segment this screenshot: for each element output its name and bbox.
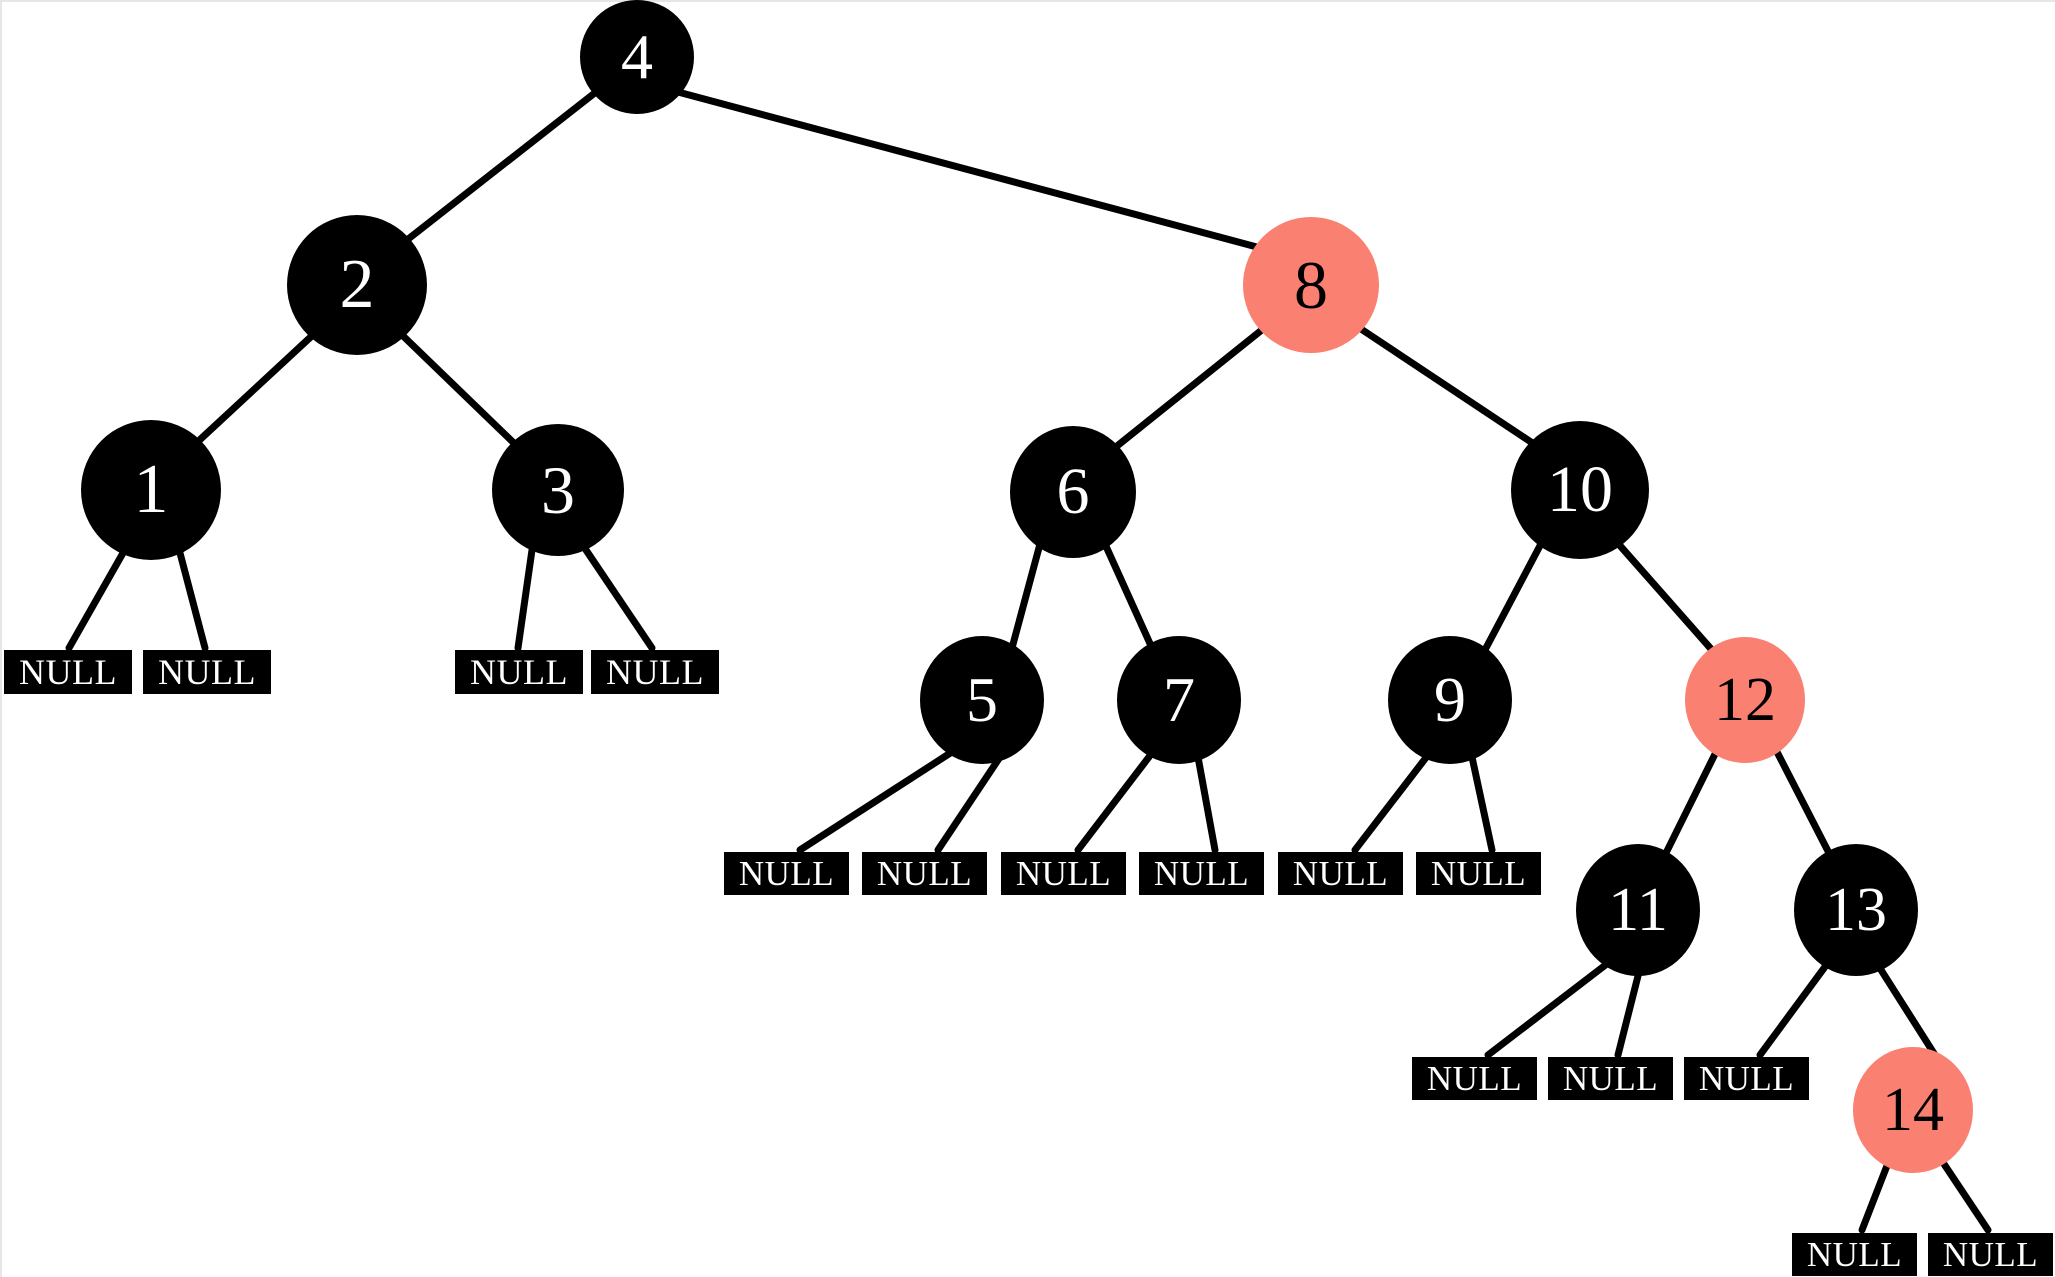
tree-edge-n14-l14 [1858, 1154, 1894, 1234]
tree-node-11[interactable]: 11 [1576, 844, 1700, 976]
tree-edge-n1-l2 [176, 549, 209, 652]
tree-node-4[interactable]: 4 [580, 0, 694, 114]
tree-node-label: 4 [621, 21, 653, 92]
tree-null-leaf-label: NULL [1562, 1059, 1659, 1098]
tree-node-label: 1 [133, 451, 169, 528]
tree-null-leaf-label: NULL [1153, 854, 1250, 893]
tree-edge-n4-n2 [394, 88, 600, 251]
tree-edge-n5-l5 [796, 746, 959, 854]
tree-node-14[interactable]: 14 [1853, 1047, 1973, 1173]
tree-node-label: 7 [1163, 664, 1195, 735]
tree-node-label: 12 [1714, 666, 1776, 734]
tree-edge-n11-l11 [1484, 956, 1616, 1059]
tree-null-leaf-label: NULL [1942, 1235, 2039, 1274]
tree-node-1[interactable]: 1 [81, 420, 221, 560]
tree-edge-n12-n13 [1771, 744, 1834, 859]
tree-null-leaf-label: NULL [1698, 1059, 1795, 1098]
tree-node-3[interactable]: 3 [492, 424, 624, 556]
tree-null-leaf-label: NULL [606, 652, 704, 692]
tree-null-leaf: NULL [591, 650, 719, 694]
tree-edge-n7-l8 [1194, 753, 1219, 854]
tree-node-label: 10 [1547, 453, 1613, 526]
tree-node-label: 2 [339, 246, 375, 323]
tree-edge-n10-n9 [1482, 536, 1547, 652]
tree-node-13[interactable]: 13 [1794, 844, 1918, 976]
tree-edge-n6-n5 [1008, 540, 1044, 652]
top-frame-line [0, 0, 2055, 2]
tree-null-leaf: NULL [1139, 852, 1264, 895]
tree-null-leaf-label: NULL [158, 652, 256, 692]
tree-null-leaf: NULL [724, 852, 849, 895]
tree-null-leaf-label: NULL [1015, 854, 1112, 893]
tree-node-label: 11 [1608, 876, 1668, 944]
tree-null-leaf-label: NULL [1426, 1059, 1523, 1098]
tree-edge-n13-l13 [1756, 956, 1834, 1059]
tree-edge-n12-n11 [1661, 744, 1722, 859]
tree-edge-n9-l10 [1468, 753, 1496, 854]
tree-node-label: 5 [966, 664, 998, 735]
tree-null-leaf-label: NULL [738, 854, 835, 893]
tree-node-label: 13 [1825, 876, 1887, 944]
tree-node-label: 14 [1882, 1076, 1944, 1144]
tree-null-leaf: NULL [143, 650, 271, 694]
tree-null-leaf-label: NULL [1292, 854, 1389, 893]
tree-null-leaf-label: NULL [1430, 854, 1527, 893]
tree-node-label: 6 [1056, 455, 1090, 528]
tree-node-10[interactable]: 10 [1511, 421, 1649, 559]
tree-null-leaf: NULL [4, 650, 132, 694]
tree-null-leaf-label: NULL [470, 652, 568, 692]
tree-edge-n8-n10 [1351, 321, 1544, 452]
tree-node-label: 3 [541, 452, 575, 528]
tree-edge-n13-n14 [1872, 958, 1939, 1059]
tree-node-5[interactable]: 5 [920, 636, 1044, 764]
left-frame-line [0, 0, 2, 1277]
tree-null-leaf: NULL [1928, 1233, 2053, 1276]
tree-edge-n4-n8 [674, 88, 1272, 254]
tree-edge-n2-n3 [396, 329, 522, 451]
tree-null-leaf: NULL [1792, 1233, 1917, 1276]
tree-node-6[interactable]: 6 [1010, 426, 1136, 558]
tree-edge-n1-l1 [65, 549, 127, 652]
tree-node-12[interactable]: 12 [1685, 637, 1805, 763]
tree-edge-n9-l9 [1351, 751, 1432, 854]
tree-edge-n5-l6 [934, 753, 1004, 854]
tree-node-2[interactable]: 2 [287, 215, 427, 355]
tree-node-7[interactable]: 7 [1117, 636, 1241, 764]
tree-edge-n3-l4 [582, 546, 656, 652]
tree-edge-n2-n1 [188, 329, 319, 451]
tree-null-leaf: NULL [862, 852, 987, 895]
tree-null-leaf: NULL [1001, 852, 1126, 895]
tree-null-leaf: NULL [455, 650, 583, 694]
tree-node-8[interactable]: 8 [1243, 217, 1379, 353]
tree-edge-n7-l7 [1074, 749, 1156, 854]
tree-null-leaf: NULL [1278, 852, 1403, 895]
tree-edge-n8-n6 [1108, 321, 1272, 454]
tree-null-leaf: NULL [1412, 1057, 1537, 1100]
tree-null-leaf: NULL [1548, 1057, 1673, 1100]
tree-edge-n3-l3 [514, 546, 536, 652]
tree-null-leaf: NULL [1416, 852, 1541, 895]
tree-node-label: 9 [1434, 664, 1466, 735]
tree-edge-n11-l12 [1614, 964, 1644, 1059]
tree-edge-n6-n7 [1101, 540, 1156, 652]
tree-edge-n14-l15 [1936, 1154, 1992, 1234]
tree-node-9[interactable]: 9 [1388, 636, 1512, 764]
tree-null-leaf-label: NULL [1806, 1235, 1903, 1274]
tree-null-leaf-label: NULL [876, 854, 973, 893]
tree-node-label: 8 [1294, 247, 1328, 323]
tree-null-leaf-label: NULL [19, 652, 117, 692]
tree-null-leaf: NULL [1684, 1057, 1809, 1100]
tree-edge-n10-n12 [1611, 536, 1716, 654]
